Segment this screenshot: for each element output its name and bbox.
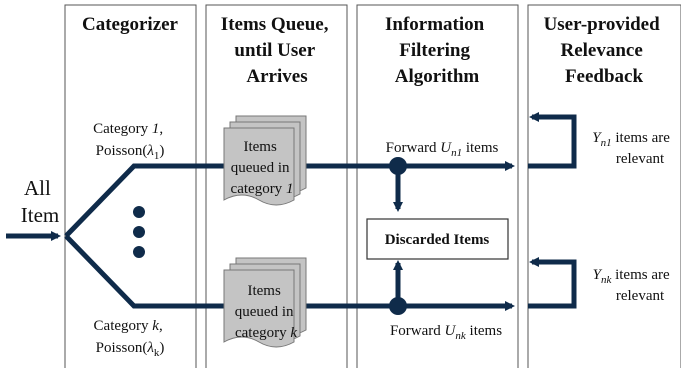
ellipsis-dots xyxy=(133,206,145,258)
branch-top xyxy=(64,163,224,238)
column-categorizer xyxy=(64,4,197,373)
document-stack-bottom xyxy=(223,257,307,348)
queue-label-bottom: Items queued in category k xyxy=(235,283,298,341)
header-queue: Items Queue, until User Arrives xyxy=(221,14,333,87)
column-borders xyxy=(64,4,681,373)
queue-label-top: Items queued in category 1 xyxy=(231,139,294,197)
relevant-label-bottom: Ynk items are relevant xyxy=(593,267,674,304)
column-queue xyxy=(205,4,348,373)
feedback-loop-top xyxy=(528,112,577,169)
relevant-label-top: Yn1 items are relevant xyxy=(592,130,673,167)
branch-bottom xyxy=(64,234,224,309)
discarded-items-label: Discarded Items xyxy=(385,232,490,248)
header-filtering: Information Filtering Algorithm xyxy=(385,14,489,87)
junction-bottom xyxy=(389,297,407,315)
document-stack-top xyxy=(223,115,307,206)
header-feedback: User-provided Relevance Feedback xyxy=(544,14,665,87)
column-filtering xyxy=(356,4,519,373)
discarded-items-box xyxy=(366,218,509,260)
input-label: All Item xyxy=(21,176,59,227)
category-label-bottom: Category k, Poisson(λk) xyxy=(94,318,167,359)
feedback-loop-bottom xyxy=(528,257,577,309)
header-categorizer: Categorizer xyxy=(82,14,179,35)
category-label-top: Category 1, Poisson(λ1) xyxy=(93,121,167,162)
flow-lines xyxy=(6,112,577,311)
forward-label-top: Forward Un1 items xyxy=(386,140,499,159)
junction-top xyxy=(389,157,407,175)
column-feedback xyxy=(527,4,681,373)
forward-label-bottom: Forward Unk items xyxy=(390,323,502,342)
